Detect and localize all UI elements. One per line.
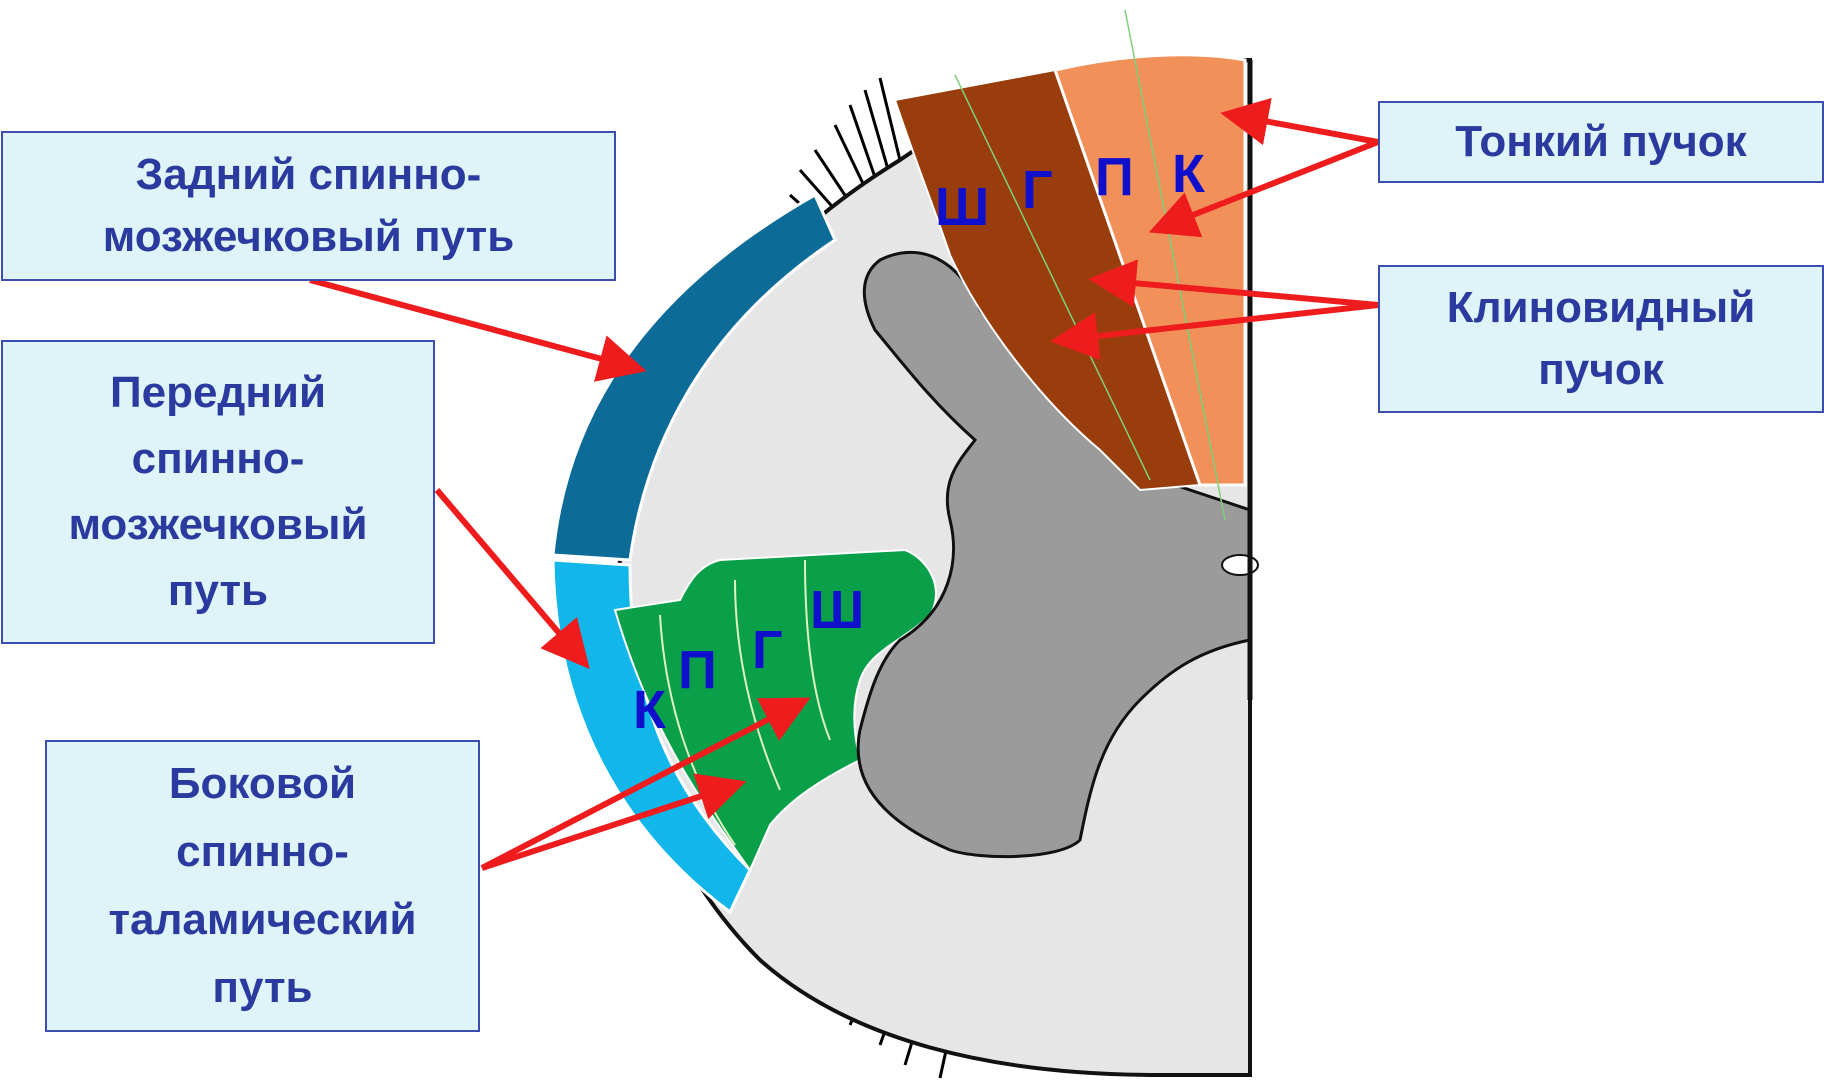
label-lateral-spinothalamic-text: Боковой спинно- таламический путь xyxy=(108,750,416,1023)
label-posterior-spinocerebellar-text: Задний спинно- мозжечковый путь xyxy=(103,144,515,267)
label-posterior-spinocerebellar: Задний спинно- мозжечковый путь xyxy=(1,131,616,281)
dorsal-letter-sh: Ш xyxy=(935,177,989,237)
label-anterior-spinocerebellar-text: Передний спинно- мозжечковый путь xyxy=(68,360,367,624)
dorsal-letter-g: Г xyxy=(1022,160,1053,220)
label-cuneate-fasciculus-text: Клиновидный пучок xyxy=(1447,277,1756,400)
label-gracile-fasciculus-text: Тонкий пучок xyxy=(1455,117,1746,167)
dorsal-letter-p: П xyxy=(1095,147,1134,207)
lateral-letter-p: П xyxy=(678,640,717,700)
lateral-letter-g: Г xyxy=(752,620,783,680)
label-anterior-spinocerebellar: Передний спинно- мозжечковый путь xyxy=(1,340,435,644)
lateral-letter-sh: Ш xyxy=(810,580,864,640)
label-gracile-fasciculus: Тонкий пучок xyxy=(1378,101,1824,183)
label-cuneate-fasciculus: Клиновидный пучок xyxy=(1378,265,1824,413)
central-canal xyxy=(1222,555,1258,575)
arrow-gracile-1 xyxy=(1232,115,1378,142)
dorsal-letter-k: К xyxy=(1172,144,1206,204)
lateral-letter-k: К xyxy=(633,680,667,740)
label-lateral-spinothalamic: Боковой спинно- таламический путь xyxy=(45,740,480,1032)
